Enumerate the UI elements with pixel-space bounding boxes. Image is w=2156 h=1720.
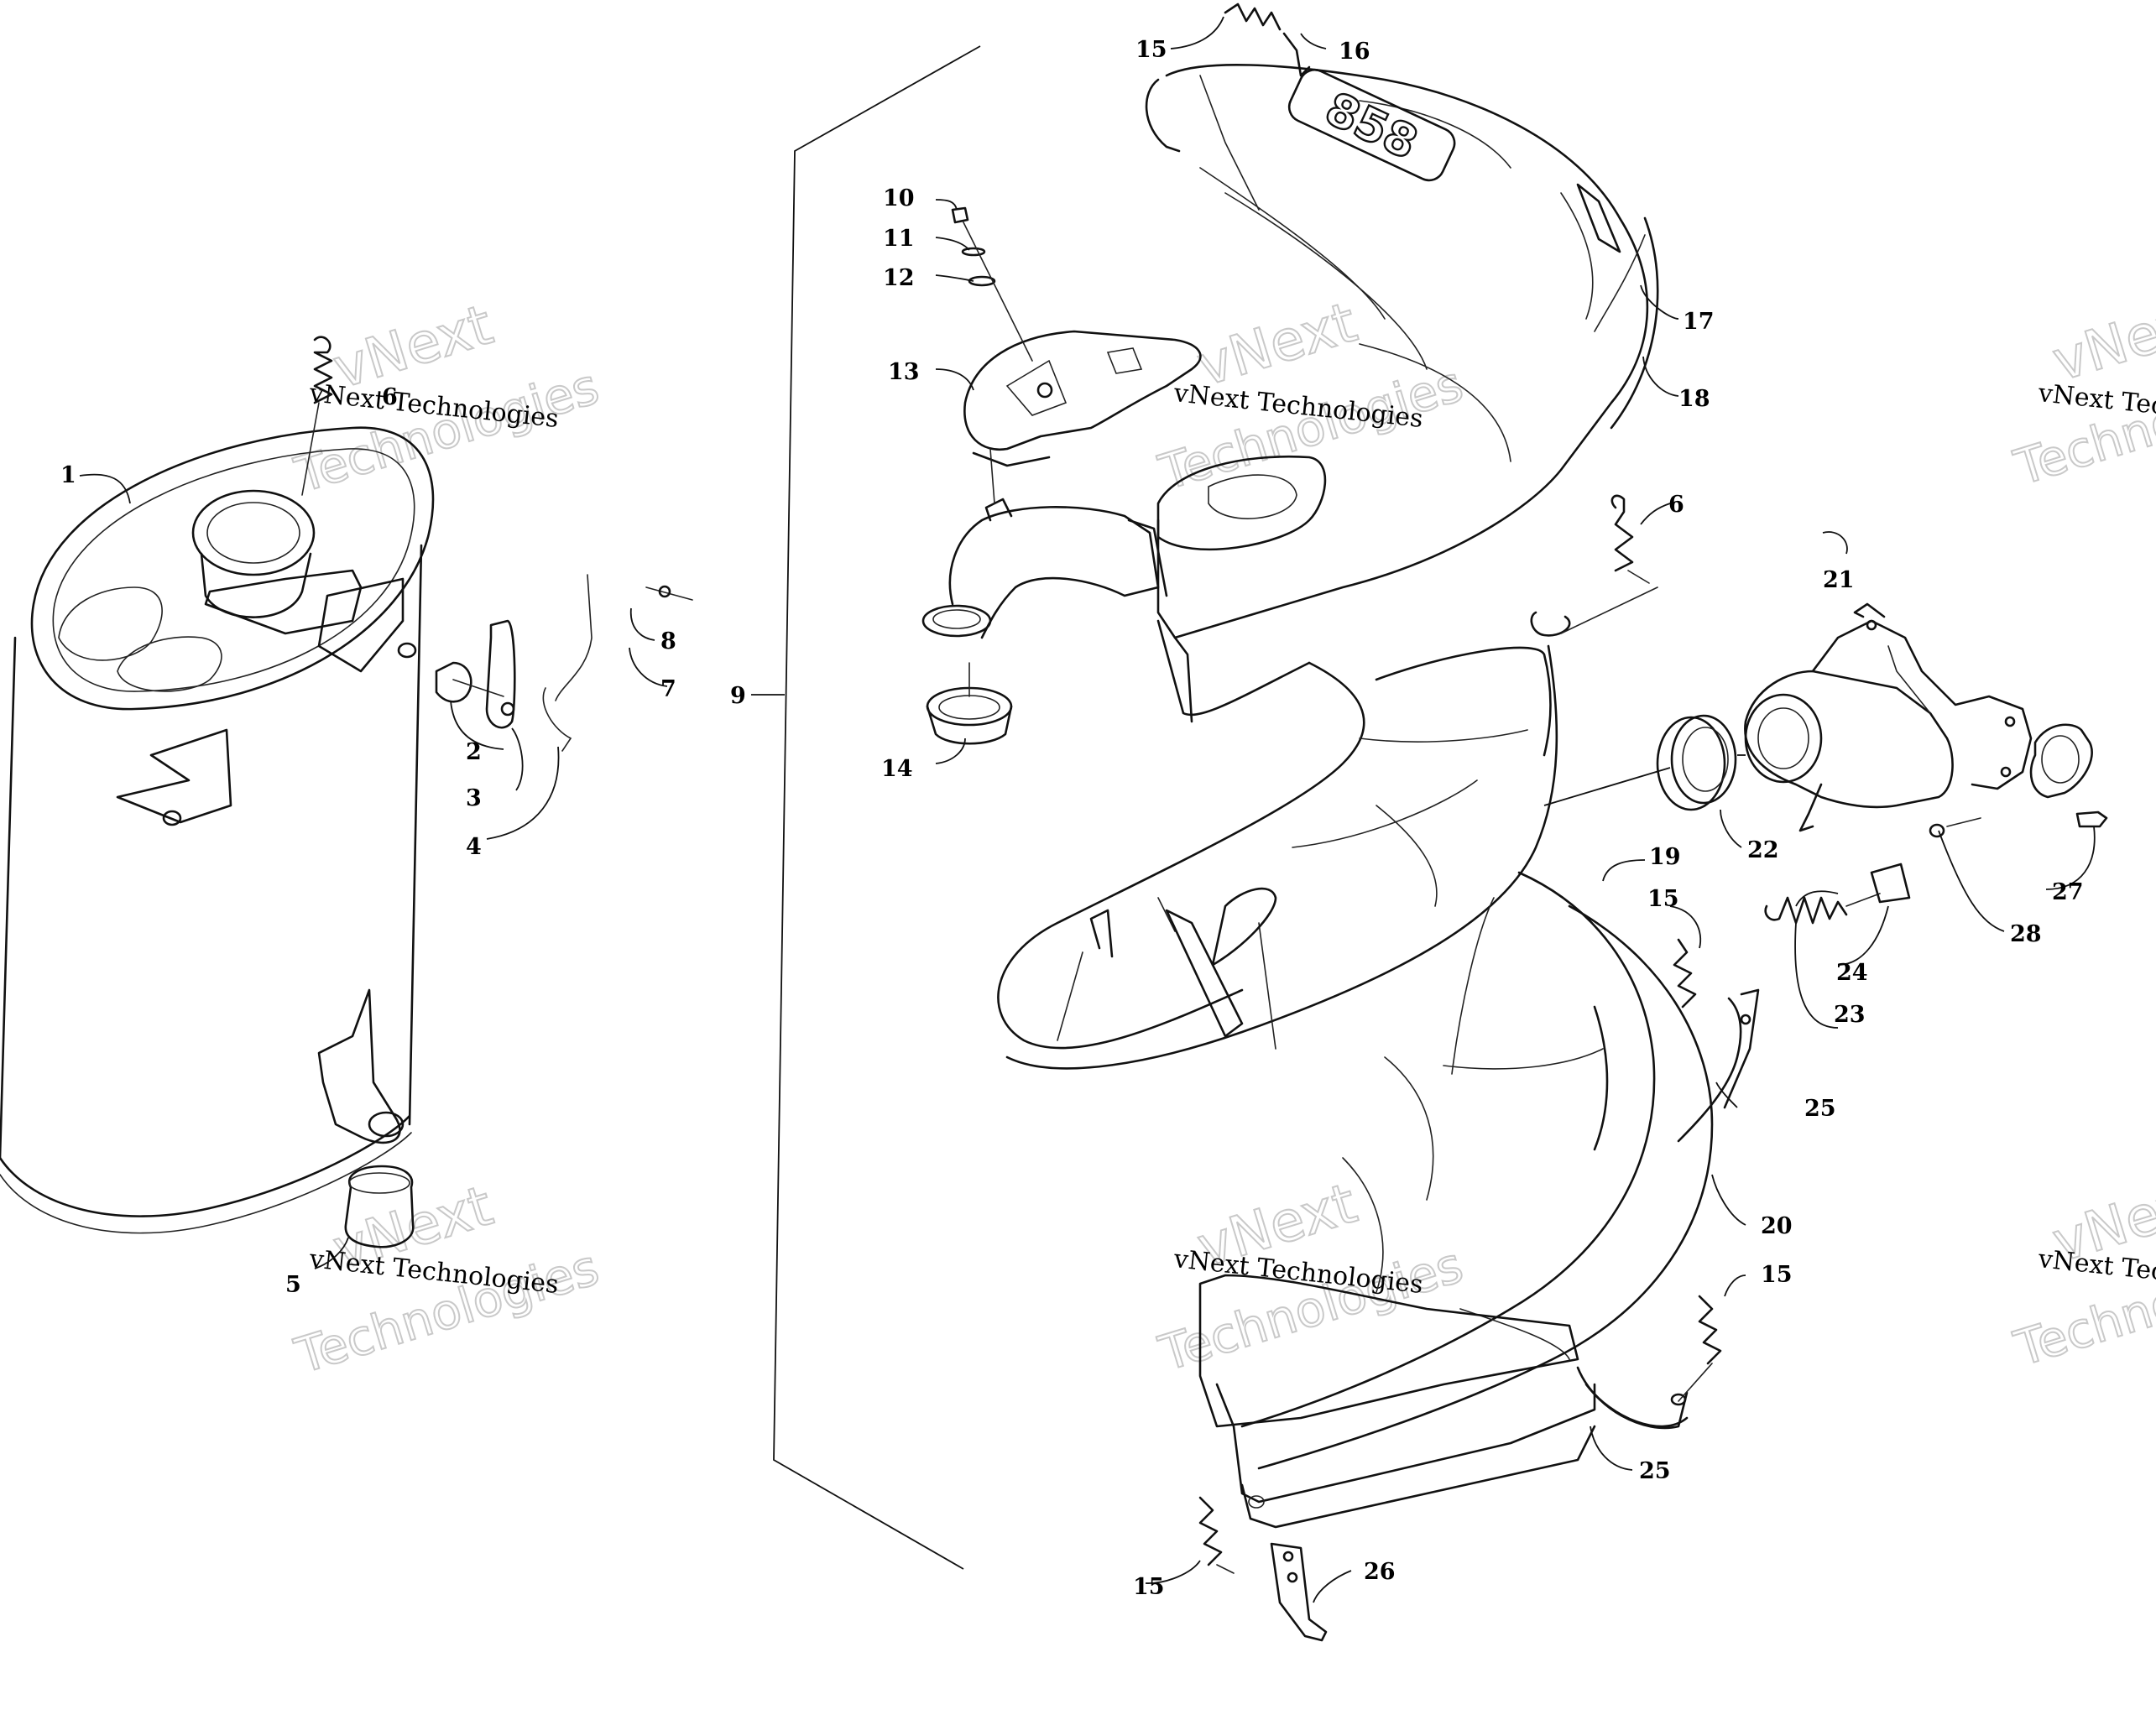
callout-25: 25 (1804, 1096, 1836, 1122)
callout-13: 13 (888, 359, 920, 385)
callout-18: 18 (1678, 386, 1710, 412)
callout-numbers: 1 2 3 4 5 6 6 7 8 9 10 11 12 13 14 15 15… (60, 37, 2084, 1600)
callout-21: 21 (1823, 567, 1855, 593)
callout-25: 25 (1639, 1458, 1671, 1484)
assembly-line (1543, 767, 1671, 806)
callout-15: 15 (1647, 886, 1679, 912)
watermark-layer: vNext Technologies vNext Technologies vN… (288, 284, 2156, 1385)
head-pipe (921, 206, 1202, 745)
callout-15: 15 (1135, 37, 1167, 63)
callout-3: 3 (466, 785, 482, 811)
callout-6: 6 (382, 384, 398, 410)
leader-lines (79, 16, 2096, 1603)
callout-2: 2 (466, 739, 482, 765)
callout-28: 28 (2010, 921, 2042, 947)
callout-14: 14 (881, 756, 913, 782)
mount-hardware (301, 336, 693, 1248)
callout-19: 19 (1649, 844, 1681, 870)
callout-5: 5 (285, 1272, 301, 1298)
callout-11: 11 (883, 226, 915, 252)
callout-17: 17 (1683, 309, 1715, 335)
callout-1: 1 (60, 462, 76, 488)
lower-chamber (1198, 871, 1760, 1529)
assembly-bracket (773, 45, 981, 1570)
callout-9: 9 (730, 683, 746, 709)
callout-23: 23 (1834, 1002, 1866, 1028)
watermark-large-bottom: Technologies (289, 357, 605, 503)
callout-6: 6 (1668, 492, 1684, 518)
callout-8: 8 (660, 628, 676, 654)
callout-15: 15 (1761, 1262, 1793, 1288)
callout-16: 16 (1339, 39, 1370, 65)
callout-26: 26 (1364, 1559, 1396, 1585)
callout-22: 22 (1747, 837, 1779, 863)
expansion-chamber: 858 (997, 64, 1659, 1070)
callout-20: 20 (1761, 1213, 1793, 1239)
callout-15: 15 (1133, 1574, 1165, 1600)
exhaust-manifold (1198, 3, 2108, 1642)
callout-4: 4 (466, 834, 482, 860)
callout-12: 12 (883, 265, 915, 291)
watermark-large-top: vNext (2045, 284, 2156, 394)
muffler (0, 426, 435, 1234)
callout-10: 10 (883, 185, 915, 211)
callout-27: 27 (2052, 879, 2084, 905)
callout-7: 7 (660, 676, 676, 702)
callout-24: 24 (1836, 960, 1868, 986)
